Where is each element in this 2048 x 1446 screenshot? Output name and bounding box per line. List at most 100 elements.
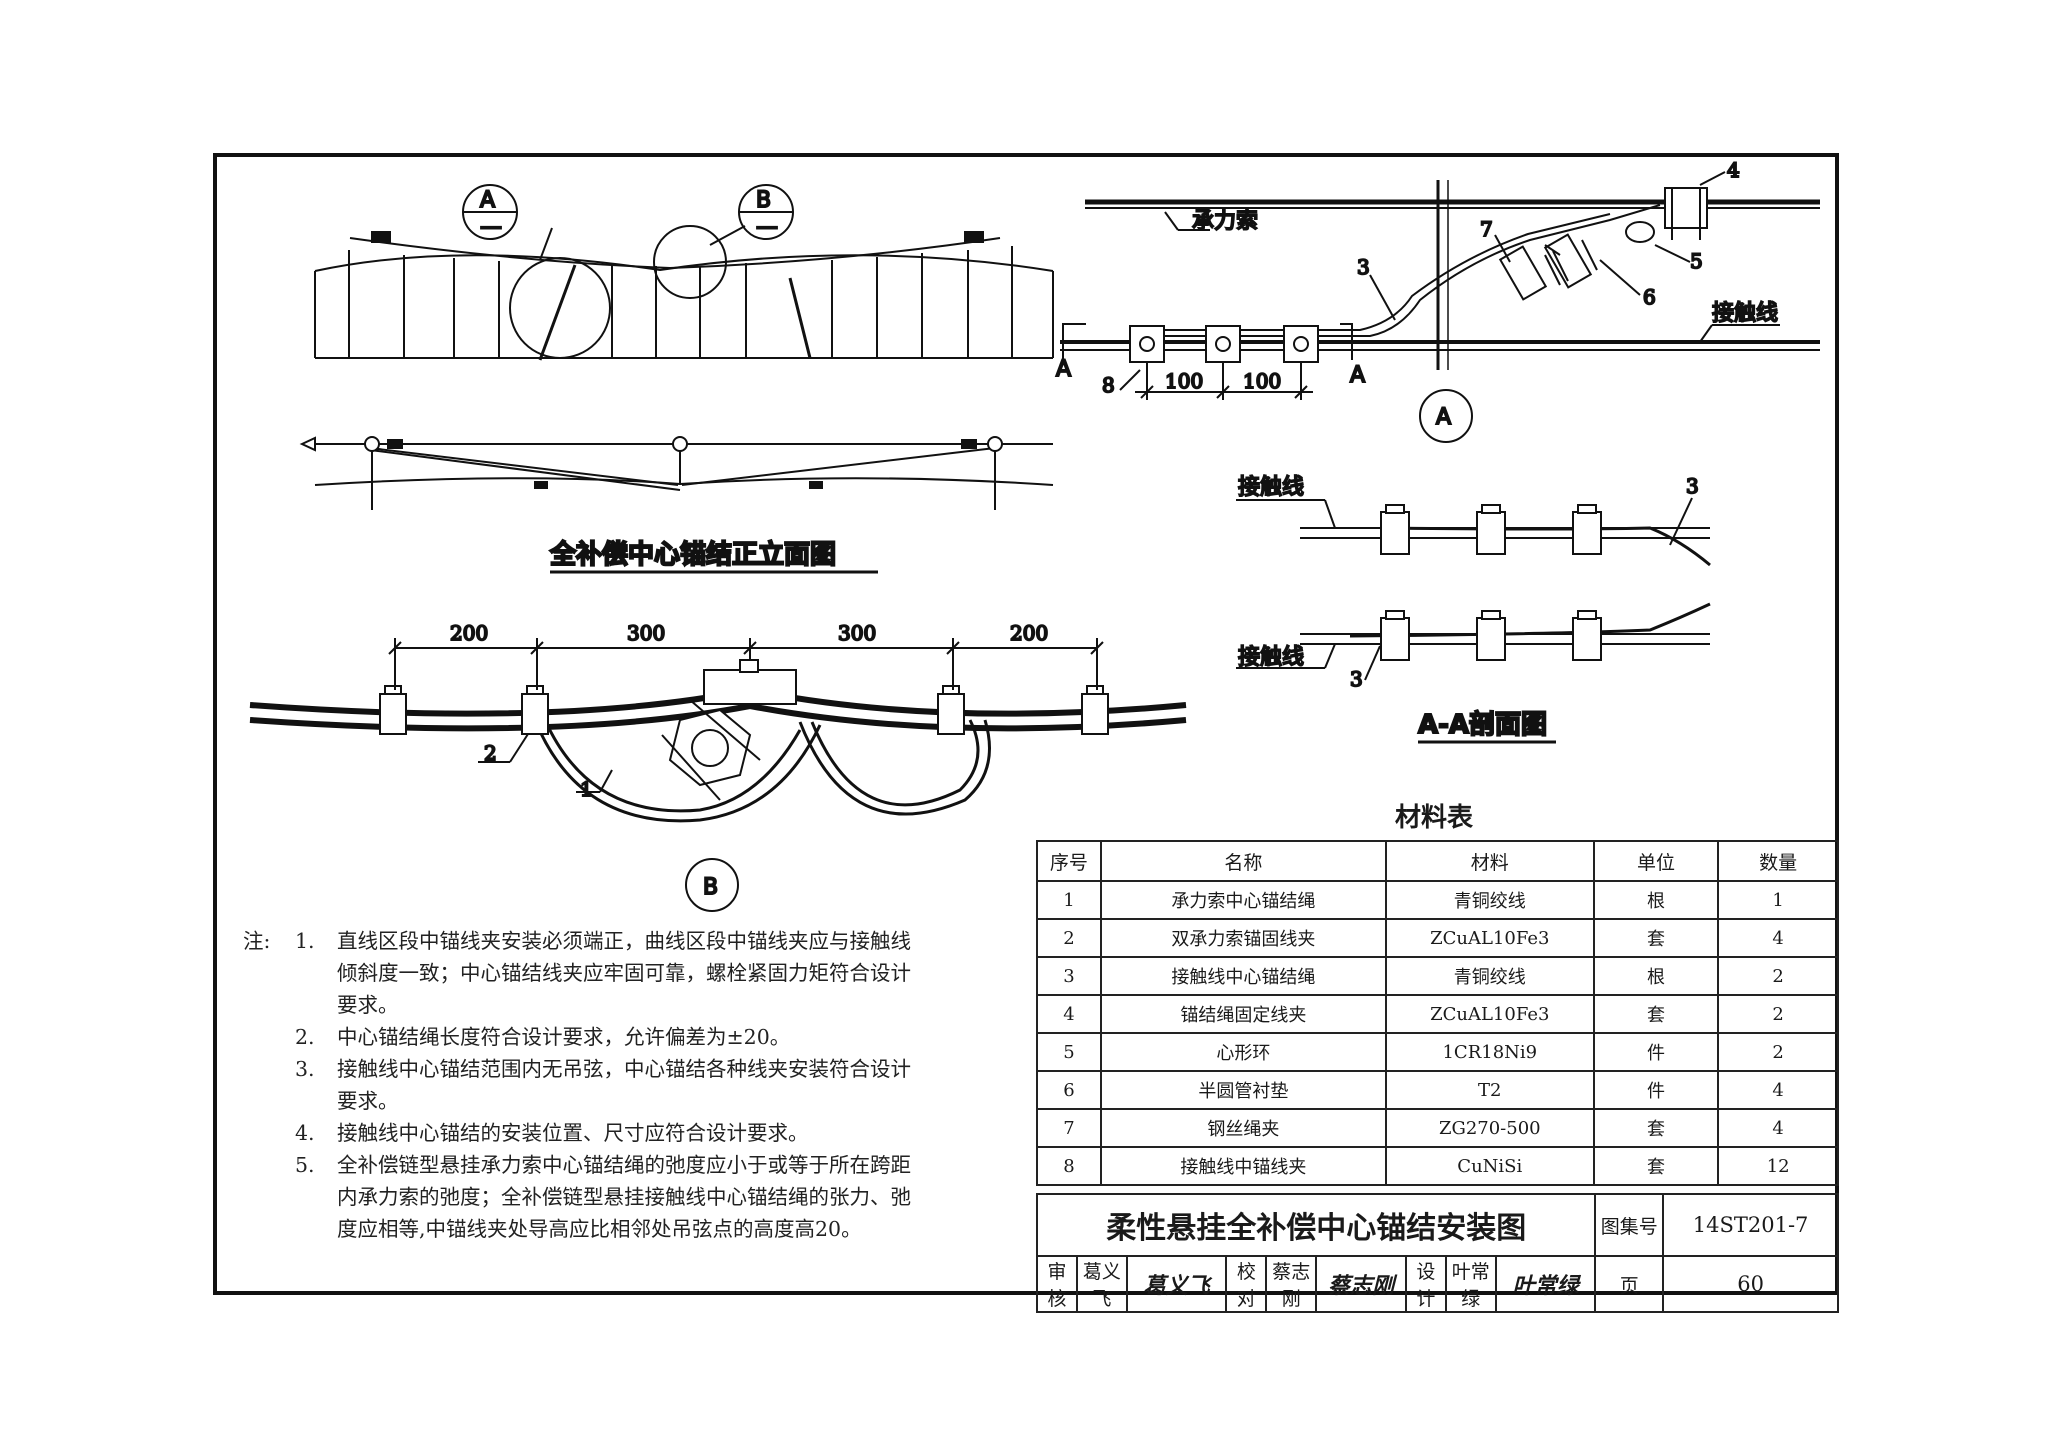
design-label: 设计 [1404, 1255, 1447, 1313]
notes-lead: 注: [243, 929, 271, 953]
dim-100-left: 100 [1165, 369, 1203, 393]
part-5-label: 5 [1690, 249, 1703, 273]
note-line: 要求。 [337, 993, 399, 1017]
callout-b-sub: — [756, 215, 778, 240]
cell: 青铜绞线 [1384, 956, 1595, 996]
drawing-frame [213, 153, 1839, 1295]
plan-view [299, 436, 1054, 510]
callout-a-letter: A [480, 188, 495, 213]
detail-a [1060, 171, 1820, 443]
cell: 2 [1717, 994, 1839, 1034]
part-8-label: 8 [1102, 373, 1115, 397]
part-4-label: 4 [1727, 158, 1740, 182]
b-part-1: 1 [580, 777, 593, 801]
cell: T2 [1384, 1070, 1595, 1110]
cell: 套 [1592, 1146, 1720, 1186]
cell: 3 [1036, 956, 1102, 996]
note-line: 度应相等,中锚线夹处导高应比相邻处吊弦点的高度高20。 [337, 1217, 862, 1241]
designer-name: 叶常绿 [1444, 1255, 1497, 1313]
page-number: 60 [1662, 1255, 1839, 1313]
cell: 根 [1592, 956, 1720, 996]
cell: 件 [1592, 1032, 1720, 1072]
cell: 套 [1592, 918, 1720, 958]
cell: 4 [1717, 1070, 1839, 1110]
note-no: 2. [295, 1025, 315, 1049]
note-line: 全补偿链型悬挂承力索中心锚结绳的弛度应小于或等于所在跨距 [337, 1153, 911, 1177]
part-7-label: 7 [1480, 217, 1493, 241]
cell: ZCuAL10Fe3 [1384, 918, 1595, 958]
checker-name: 蔡志刚 [1265, 1255, 1318, 1313]
cell: 接触线中锚线夹 [1099, 1146, 1387, 1186]
col-header: 序号 [1036, 840, 1102, 882]
aa-part-3b: 3 [1350, 667, 1363, 691]
dim-b-300-right: 300 [838, 621, 876, 645]
contact-wire-label: 接触线 [1712, 301, 1778, 326]
detail-b [249, 638, 1187, 912]
aa-part-3a: 3 [1686, 474, 1699, 498]
aa-contact-label-2: 接触线 [1238, 645, 1304, 670]
cell: 4 [1717, 918, 1839, 958]
dim-100-right: 100 [1243, 369, 1281, 393]
note-line: 接触线中心锚结的安装位置、尺寸应符合设计要求。 [337, 1121, 809, 1145]
notes: 注:1.直线区段中锚线夹安装必须端正，曲线区段中锚线夹应与接触线 倾斜度一致；中… [243, 925, 1023, 1245]
dim-b-200-right: 200 [1010, 621, 1048, 645]
detail-b-label: B [703, 875, 718, 900]
note-line: 接触线中心锚结范围内无吊弦，中心锚结各种线夹安装符合设计 [337, 1057, 911, 1081]
cell: 锚结绳固定线夹 [1099, 994, 1387, 1034]
dim-b-200-left: 200 [450, 621, 488, 645]
section-aa [1236, 497, 1711, 681]
cell: 件 [1592, 1070, 1720, 1110]
note-line: 倾斜度一致；中心锚结线夹应牢固可靠，螺栓紧固力矩符合设计 [337, 961, 911, 985]
cell: 钢丝绳夹 [1099, 1108, 1387, 1148]
aa-title: A-A剖面图 [1418, 709, 1547, 740]
reviewer-name: 葛义飞 [1075, 1255, 1128, 1313]
col-header: 名称 [1099, 840, 1387, 882]
b-part-2: 2 [484, 741, 497, 765]
cell: 2 [1717, 956, 1839, 996]
review-label: 审核 [1036, 1255, 1078, 1313]
aa-contact-label-1: 接触线 [1238, 475, 1304, 500]
cell: 12 [1717, 1146, 1839, 1186]
cell: 心形环 [1099, 1032, 1387, 1072]
cell: ZCuAL10Fe3 [1384, 994, 1595, 1034]
cell: 套 [1592, 1108, 1720, 1148]
note-line: 中心锚结绳长度符合设计要求，允许偏差为±20。 [337, 1025, 791, 1049]
cell: 1 [1036, 880, 1102, 920]
atlas-label: 图集号 [1594, 1193, 1665, 1257]
cell: CuNiSi [1384, 1146, 1595, 1186]
checker-signature: 蔡志刚 [1315, 1255, 1407, 1313]
note-no: 1. [295, 929, 315, 953]
detail-a-label: A [1436, 405, 1451, 430]
materials-title: 材料表 [1395, 803, 1474, 833]
cell: 1 [1717, 880, 1839, 920]
elevation-view [314, 184, 1054, 361]
cell: 2 [1036, 918, 1102, 958]
cell: 承力索中心锚结绳 [1099, 880, 1387, 920]
section-mark-right: A [1350, 363, 1365, 388]
note-line: 要求。 [337, 1089, 399, 1113]
col-header: 材料 [1384, 840, 1595, 882]
check-label: 校对 [1225, 1255, 1268, 1313]
cell: 5 [1036, 1032, 1102, 1072]
note-no: 5. [295, 1153, 315, 1177]
title-block: 柔性悬挂全补偿中心锚结安装图 图集号 14ST201-7 审核 葛义飞 葛义飞 … [1035, 1193, 1839, 1313]
cell: 4 [1036, 994, 1102, 1034]
dim-b-300-left: 300 [627, 621, 665, 645]
callout-b-letter: B [756, 188, 771, 213]
elevation-title: 全补偿中心锚结正立面图 [549, 539, 836, 570]
drawing-title: 柔性悬挂全补偿中心锚结安装图 [1035, 1193, 1597, 1257]
cell: 1CR18Ni9 [1384, 1032, 1595, 1072]
designer-signature: 叶常绿 [1494, 1255, 1597, 1313]
section-mark-left: A [1056, 357, 1071, 382]
cell: 青铜绞线 [1384, 880, 1595, 920]
messenger-wire-label: 承力索 [1192, 209, 1258, 234]
page-label: 页 [1594, 1255, 1665, 1313]
cell: 双承力索锚固线夹 [1099, 918, 1387, 958]
